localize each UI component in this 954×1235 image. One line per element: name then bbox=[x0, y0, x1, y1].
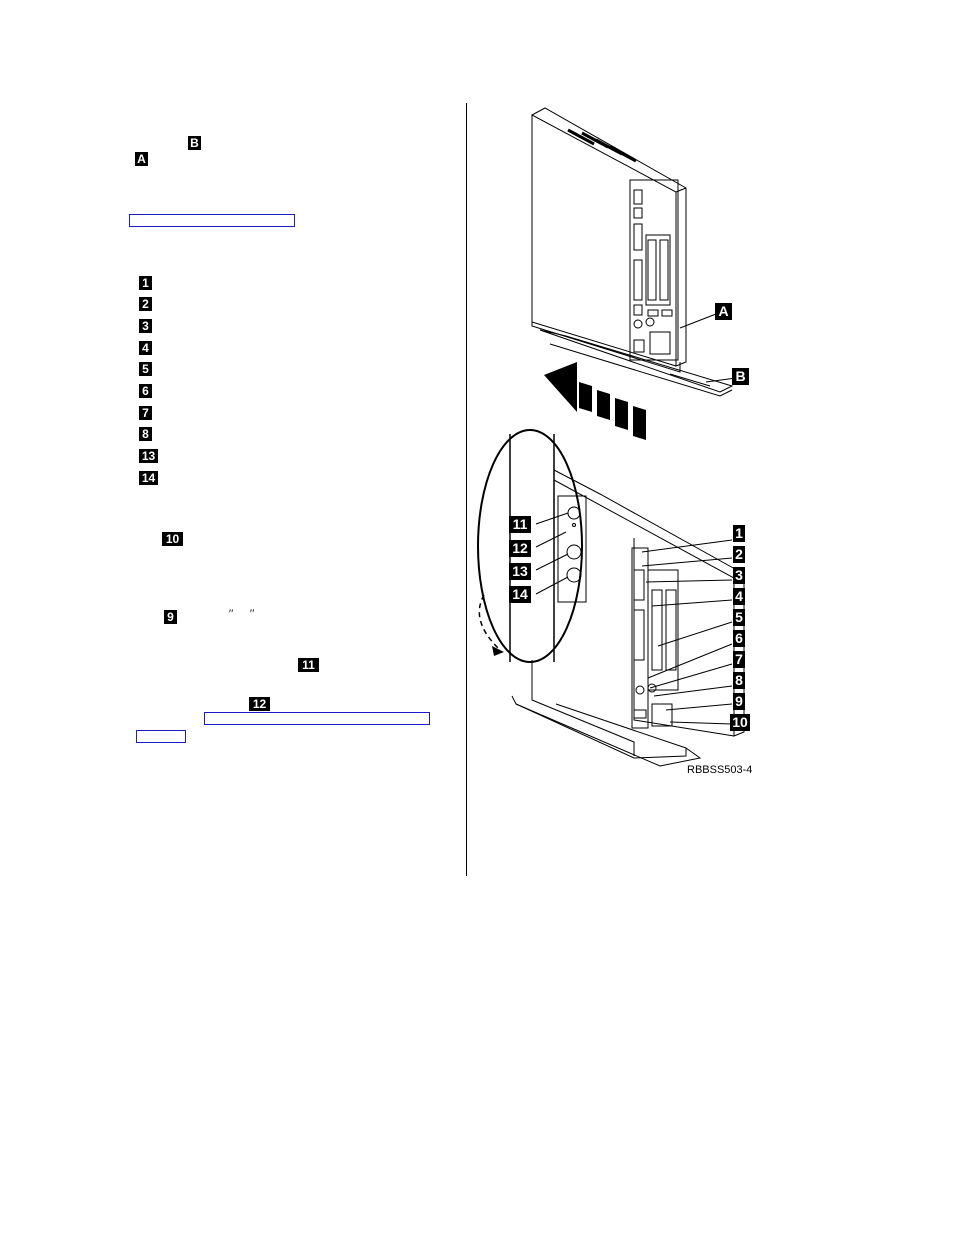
figure-callout-a: A bbox=[715, 303, 732, 320]
list-badge-4: 4 bbox=[139, 341, 152, 355]
callout-badge-10: 10 bbox=[162, 532, 183, 546]
callout-badge-b: B bbox=[188, 136, 201, 150]
figure-callout-12: 12 bbox=[509, 540, 531, 557]
system-unit-illustration bbox=[477, 107, 745, 767]
figure-callout-11: 11 bbox=[509, 516, 531, 533]
cross-reference-link[interactable] bbox=[129, 214, 295, 227]
quote-mark-open: ″ bbox=[228, 606, 233, 620]
list-badge-13: 13 bbox=[139, 449, 158, 463]
cross-reference-link-2a[interactable] bbox=[204, 712, 430, 725]
figure-callout-5: 5 bbox=[733, 609, 745, 626]
callout-badge-9: 9 bbox=[164, 610, 177, 624]
figure-callout-10: 10 bbox=[730, 714, 750, 731]
column-divider bbox=[466, 103, 467, 876]
figure-callout-6: 6 bbox=[733, 630, 745, 647]
list-badge-5: 5 bbox=[139, 362, 152, 376]
figure-callout-4: 4 bbox=[733, 588, 745, 605]
list-badge-14: 14 bbox=[139, 471, 158, 485]
figure-identifier: RBBSS503-4 bbox=[687, 764, 753, 776]
figure-callout-8: 8 bbox=[733, 672, 745, 689]
list-badge-6: 6 bbox=[139, 384, 152, 398]
list-badge-8: 8 bbox=[139, 427, 152, 441]
list-badge-2: 2 bbox=[139, 297, 152, 311]
figure-callout-9: 9 bbox=[733, 693, 745, 710]
figure-callout-b: B bbox=[732, 368, 749, 385]
callout-badge-11: 11 bbox=[298, 658, 319, 672]
figure-callout-3: 3 bbox=[733, 567, 745, 584]
figure-callout-7: 7 bbox=[733, 651, 745, 668]
cross-reference-link-2b[interactable] bbox=[136, 730, 186, 743]
list-badge-1: 1 bbox=[139, 276, 152, 290]
quote-mark-close: ″ bbox=[249, 606, 254, 620]
figure-callout-2: 2 bbox=[733, 546, 745, 563]
callout-badge-12: 12 bbox=[249, 697, 270, 711]
figure-callout-1: 1 bbox=[733, 525, 745, 542]
figure-callout-14: 14 bbox=[509, 586, 531, 603]
list-badge-3: 3 bbox=[139, 319, 152, 333]
list-badge-7: 7 bbox=[139, 406, 152, 420]
callout-badge-a: A bbox=[135, 152, 148, 166]
figure-callout-13: 13 bbox=[509, 563, 531, 580]
